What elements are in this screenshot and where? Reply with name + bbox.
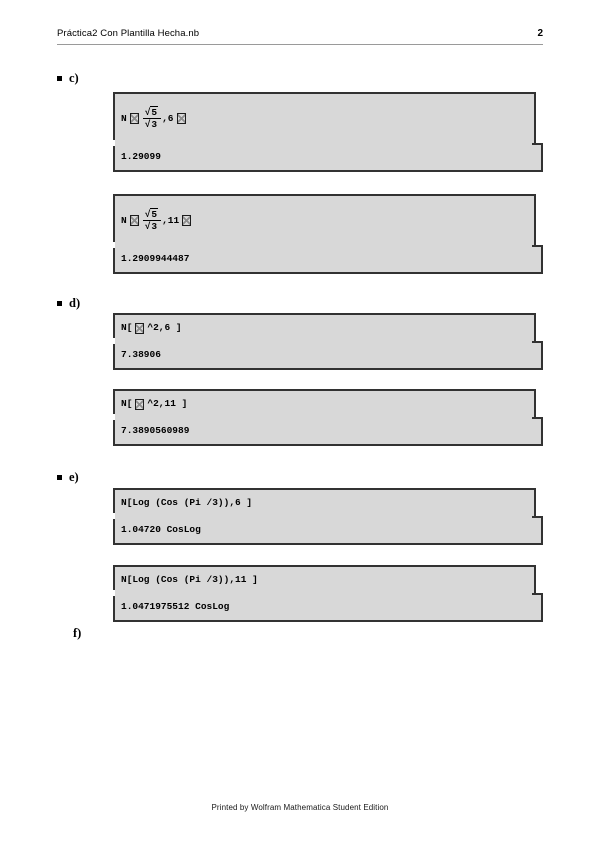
cell-group-c1: N √5√3,6 1.29099 [113,92,543,172]
bullet-square-icon [57,300,62,306]
cell-divider-notch [113,140,115,146]
fraction-numerator: √5 [143,105,161,119]
precision-argument: ,6 [162,112,174,124]
input-expression: N √5√3,6 [121,105,189,130]
input-expression: N[Log (Cos (Pi /3)),6 ] [121,497,253,509]
missing-glyph-icon [135,398,145,410]
output-cell: 1.2909944487 [113,242,543,274]
cell-group-c2: N √5√3,11 1.2909944487 [113,194,543,274]
cell-group-d1: N[ ^2,6 ] 7.38906 [113,313,543,370]
print-footer: Printed by Wolfram Mathematica Student E… [211,803,389,812]
cell-divider-notch [113,590,115,596]
page-number: 2 [537,28,543,39]
input-expression: N[Log (Cos (Pi /3)),11 ] [121,574,258,586]
cell-divider-notch [113,414,115,420]
output-text: 1.2909944487 [121,252,190,264]
fraction: √5√3 [142,207,162,232]
section-label-text: e) [69,469,79,484]
radicand: 3 [150,118,159,130]
radical-sign: √ [144,221,151,232]
cell-divider-notch [113,513,115,519]
missing-glyph-icon [135,322,145,334]
input-cell: N[ ^2,6 ] [113,313,536,341]
radicand: 5 [150,105,159,118]
section-label-text: f) [73,625,82,640]
fraction-denominator: √3 [142,118,162,130]
input-cell: N √5√3,11 [113,194,536,245]
cell-group-e1: N[Log (Cos (Pi /3)),6 ] 1.04720 CosLog [113,488,543,545]
input-cell: N[ ^2,11 ] [113,389,536,417]
cell-divider-notch [113,242,115,248]
code-before-glyph: N[ [121,322,133,334]
section-label-text: d) [69,295,81,310]
function-name: N [121,112,127,124]
notebook-filename: Práctica2 Con Plantilla Hecha.nb [57,28,200,39]
output-text: 1.29099 [121,150,161,162]
bullet-square-icon [57,474,62,480]
section-heading-d: d) [57,296,600,310]
page-header: Práctica2 Con Plantilla Hecha.nb 2 [57,0,543,45]
output-text: 1.04720 CosLog [121,523,201,535]
radical-sign: √ [144,119,151,130]
input-expression: N √5√3,11 [121,207,194,232]
output-text: 7.38906 [121,348,161,360]
section-heading-c: c) [57,71,600,85]
fraction: √5√3 [142,105,162,130]
section-label-text: c) [69,70,79,85]
missing-glyph-icon [129,113,139,124]
code-after-glyph: ^2,11 ] [147,398,188,410]
fraction-numerator: √5 [143,207,161,221]
output-cell: 1.04720 CosLog [113,513,543,545]
output-cell: 7.38906 [113,338,543,370]
missing-glyph-icon [182,215,192,226]
radicand: 3 [150,220,159,232]
output-cell: 1.29099 [113,140,543,172]
precision-argument: ,11 [162,214,180,226]
output-cell: 7.3890560989 [113,414,543,446]
input-expression: N[ ^2,11 ] [121,398,188,410]
cell-divider-notch [113,338,115,344]
radical-sign: √ [144,106,151,118]
radical-sign: √ [144,208,151,220]
input-expression: N[ ^2,6 ] [121,322,182,334]
section-heading-e: e) [57,470,600,484]
output-text: 7.3890560989 [121,424,190,436]
missing-glyph-icon [176,113,186,124]
section-heading-f: f) [73,626,600,640]
fraction-denominator: √3 [142,220,162,232]
bullet-square-icon [57,75,62,81]
cell-group-e2: N[Log (Cos (Pi /3)),11 ] 1.0471975512 Co… [113,565,543,622]
function-name: N [121,214,127,226]
missing-glyph-icon [129,215,139,226]
code-after-glyph: ^2,6 ] [147,322,182,334]
input-cell: N √5√3,6 [113,92,536,143]
code-before-glyph: N[ [121,398,133,410]
cell-group-d2: N[ ^2,11 ] 7.3890560989 [113,389,543,446]
output-text: 1.0471975512 CosLog [121,600,230,612]
input-cell: N[Log (Cos (Pi /3)),11 ] [113,565,536,593]
input-cell: N[Log (Cos (Pi /3)),6 ] [113,488,536,516]
printed-notebook-page: Práctica2 Con Plantilla Hecha.nb 2 c) N √… [57,0,600,812]
radicand: 5 [150,207,159,220]
output-cell: 1.0471975512 CosLog [113,590,543,622]
